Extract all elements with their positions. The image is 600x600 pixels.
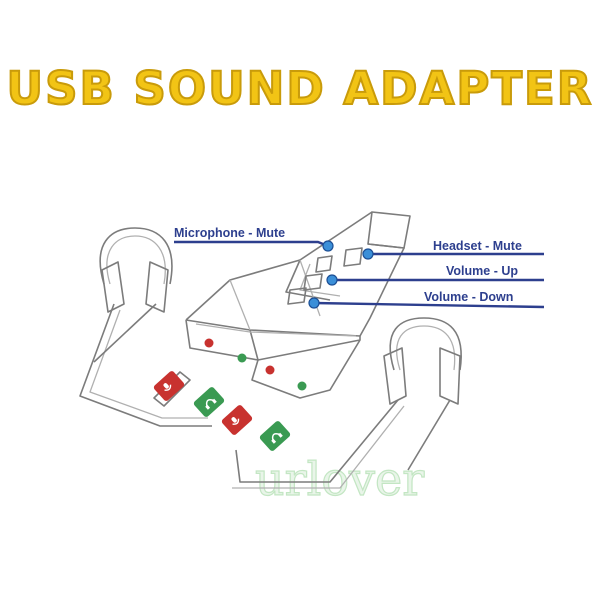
callout-microphone-mute: Microphone - Mute [174,226,334,252]
callout-volume-up: Volume - Up [326,264,544,286]
callout-label-microphone-mute: Microphone - Mute [174,226,285,240]
callout-dot [322,240,334,252]
microphone-icon [231,417,240,425]
callout-headset-mute: Headset - Mute [362,239,544,260]
callout-dot [326,274,338,286]
indicator-green-1 [237,353,247,363]
headphone-jack-right [259,421,291,451]
indicator-green-2 [297,381,307,391]
callout-dot [308,297,320,309]
left-headset-illustration [79,227,212,427]
right-headset-illustration [232,317,462,489]
mic-jack-right [221,405,253,435]
watermark: urlover [255,452,424,506]
callout-label-volume-up: Volume - Up [446,264,518,278]
indicator-red-2 [265,365,275,375]
callout-volume-down: Volume - Down [308,290,545,309]
headphone-icon [205,398,217,410]
diagram-title: USB SOUND ADAPTER [6,61,594,116]
usb-adapter-body [185,211,411,399]
headphone-icon [271,432,283,444]
indicator-red-1 [204,338,214,348]
audio-jacks [153,371,291,451]
port-indicators [204,338,307,391]
microphone-icon [163,383,172,391]
headphone-jack-left [193,387,225,417]
callout-label-volume-down: Volume - Down [424,290,513,304]
callout-dot [362,248,374,260]
mic-jack-left [153,371,191,407]
callout-label-headset-mute: Headset - Mute [433,239,522,253]
